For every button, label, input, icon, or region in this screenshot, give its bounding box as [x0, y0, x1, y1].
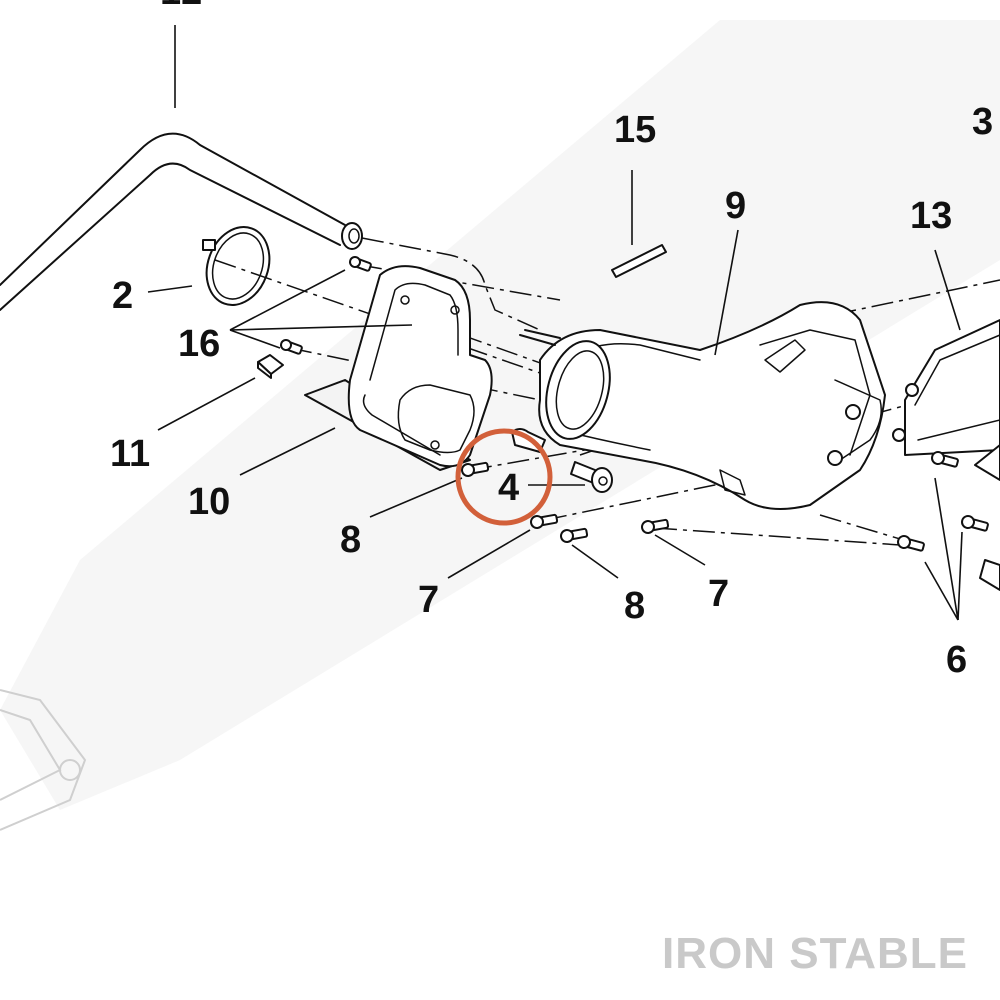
- block-part-11: [257, 354, 284, 379]
- callout-7-left: 7: [418, 579, 439, 621]
- callout-13: 13: [910, 195, 952, 237]
- ghost-part-outline: [0, 689, 87, 831]
- callout-8-bottom: 8: [624, 585, 645, 627]
- pin-part-4: [570, 461, 613, 493]
- callout-2: 2: [112, 275, 133, 317]
- watermark: [0, 20, 1000, 810]
- bolts-part-7-8: [461, 461, 670, 543]
- callout-16: 16: [178, 323, 220, 365]
- brand-logo-text: IRON STABLE: [662, 929, 968, 978]
- clamp-ring-part-2: [202, 226, 271, 306]
- callout-12: 12: [160, 0, 202, 13]
- callout-15: 15: [614, 109, 656, 151]
- callout-10: 10: [188, 481, 230, 523]
- callout-4: 4: [498, 467, 519, 509]
- leader-lines: [147, 25, 963, 621]
- callout-8-left: 8: [340, 519, 361, 561]
- callout-9: 9: [725, 185, 746, 227]
- bolts-part-6: [897, 451, 1000, 591]
- callout-11: 11: [110, 433, 150, 475]
- callout-7-right: 7: [708, 573, 729, 615]
- callout-3: 3: [972, 101, 993, 143]
- callout-6: 6: [946, 639, 967, 681]
- strip-part-15: [611, 244, 667, 278]
- plate-part-10: [304, 265, 493, 471]
- housing-part-13: [892, 319, 1000, 481]
- hose-part-12: [0, 132, 363, 311]
- callout-labels: 12 15 9 3 13 2 16 11 10 8 4 7 8 7 6: [110, 0, 993, 681]
- highlight-circle: [455, 428, 553, 526]
